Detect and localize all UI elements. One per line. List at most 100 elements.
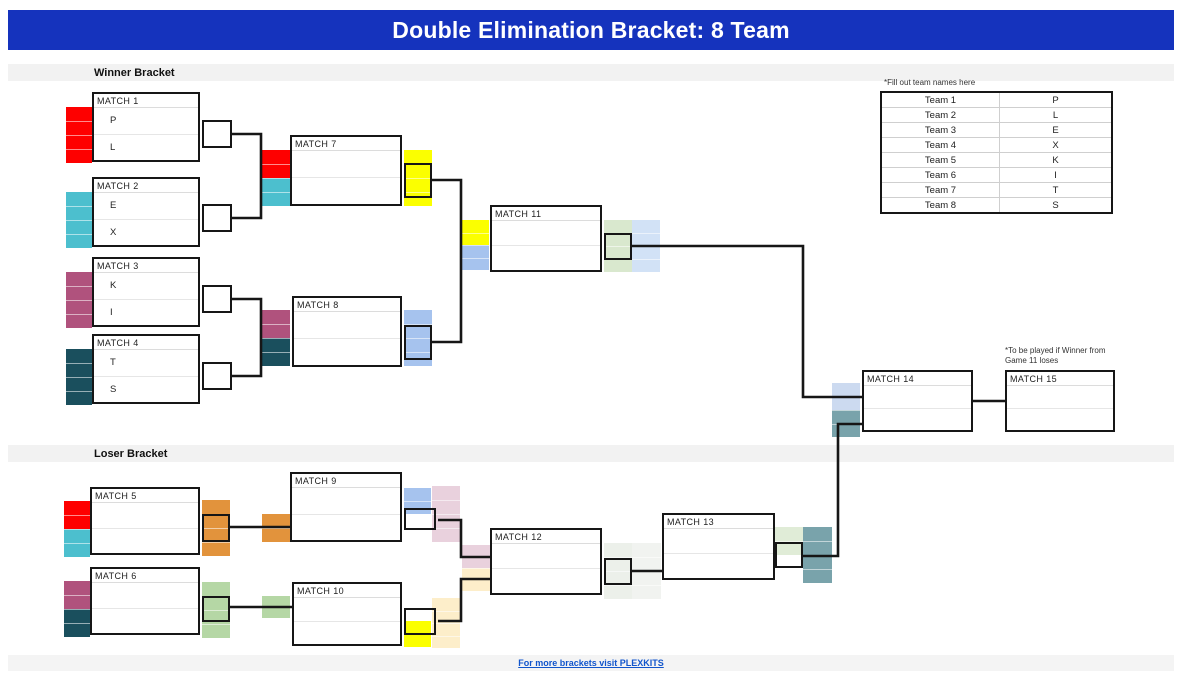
cream-color-cell — [432, 623, 460, 636]
pink-color-cell — [432, 528, 460, 542]
bracket-connector-box — [604, 558, 632, 585]
match-header: MATCH 13 — [664, 515, 773, 529]
cyan-color-cell — [66, 206, 92, 220]
match-box-14: MATCH 14 — [862, 370, 973, 432]
team-value-cell[interactable]: P — [1052, 94, 1059, 106]
mauve-color-cell — [66, 314, 92, 328]
title-bar: Double Elimination Bracket: 8 Team — [8, 10, 1174, 50]
team-letter: S — [110, 383, 117, 395]
red-color-cell — [64, 515, 90, 529]
bracket-connector-box — [202, 285, 232, 313]
green-color-cell — [202, 624, 230, 638]
match-slot — [292, 177, 400, 204]
match-slot[interactable]: S — [94, 375, 198, 403]
team-value-cell[interactable]: X — [1052, 139, 1059, 151]
cyan-color-cell — [66, 234, 92, 248]
match-header: MATCH 15 — [1007, 372, 1113, 386]
match-slot[interactable]: K — [94, 273, 198, 299]
match-label: MATCH 2 — [97, 180, 139, 191]
match-box-4: MATCH 4 T S — [92, 334, 200, 404]
match-body — [292, 488, 400, 540]
periwinkle-color-cell — [404, 488, 431, 501]
match-slot — [92, 583, 198, 608]
match-slot[interactable]: E — [94, 193, 198, 219]
match-body — [92, 583, 198, 633]
slate-color-cell — [803, 555, 832, 569]
match-box-6: MATCH 6 — [90, 567, 200, 635]
yellow-color-cell — [404, 192, 432, 206]
match-header: MATCH 11 — [492, 207, 600, 221]
team-color-strip — [832, 383, 860, 437]
match-slot — [664, 529, 773, 553]
team-color-strip — [262, 596, 290, 618]
match-slot[interactable]: L — [94, 133, 198, 161]
cream-color-cell — [432, 598, 460, 611]
team-table-row: Team 5 K — [882, 152, 1111, 167]
ltgray2-color-cell — [632, 557, 661, 571]
team-name-cell[interactable]: Team 1 — [882, 93, 1000, 107]
team-color-strip — [66, 272, 92, 328]
bracket-connector-box — [202, 204, 232, 232]
team-color-strip — [262, 150, 290, 206]
team-color-strip — [66, 192, 92, 248]
ltgray-color-cell — [604, 543, 632, 557]
team-value-cell[interactable]: I — [1054, 169, 1057, 181]
match-label: MATCH 11 — [495, 208, 542, 219]
bracket-connector-box — [202, 514, 230, 542]
match-slot — [492, 544, 600, 568]
match-slot[interactable]: T — [94, 350, 198, 376]
team-name-cell[interactable]: Team 4 — [882, 138, 1000, 152]
bracket-connector-box — [604, 233, 632, 260]
slate-color-cell — [803, 527, 832, 541]
cyan-color-cell — [262, 178, 290, 192]
bracket-connector-box — [202, 596, 230, 622]
team-name-cell[interactable]: Team 6 — [882, 168, 1000, 182]
match-header: MATCH 10 — [294, 584, 400, 598]
yellow-color-cell — [462, 232, 489, 245]
ltgray2-color-cell — [632, 585, 661, 599]
ltblue-color-cell — [632, 259, 660, 272]
team-table-row: Team 4 X — [882, 137, 1111, 152]
bracket-connector-line — [432, 178, 463, 344]
match-body — [294, 598, 400, 644]
team-name-cell[interactable]: Team 7 — [882, 183, 1000, 197]
match-slot[interactable]: I — [94, 298, 198, 326]
match-label: MATCH 4 — [97, 337, 139, 348]
team-color-strip — [404, 150, 432, 206]
team-value-cell[interactable]: E — [1052, 124, 1059, 136]
match-label: MATCH 10 — [297, 585, 345, 596]
team-name-cell[interactable]: Team 8 — [882, 198, 1000, 212]
green-color-cell — [262, 596, 290, 607]
red-color-cell — [66, 107, 92, 121]
cyan-color-cell — [66, 220, 92, 234]
team-color-strip — [803, 527, 832, 583]
match-slot[interactable]: X — [94, 218, 198, 246]
match-label: MATCH 8 — [297, 299, 339, 310]
team-value-cell[interactable]: K — [1052, 154, 1059, 166]
match-box-10: MATCH 10 — [292, 582, 402, 646]
team-name-cell[interactable]: Team 5 — [882, 153, 1000, 167]
match-header: MATCH 9 — [292, 474, 400, 488]
orange-color-cell — [202, 528, 230, 542]
match-box-13: MATCH 13 — [662, 513, 775, 580]
team-value-cell[interactable]: L — [1052, 109, 1059, 121]
team-value-cell[interactable]: S — [1052, 199, 1059, 211]
pink-color-cell — [432, 500, 460, 514]
teal-color-cell — [66, 377, 92, 391]
ltblue-color-cell — [632, 220, 660, 233]
team-color-strip — [432, 598, 460, 648]
match-slot — [492, 568, 600, 593]
team-letter: T — [110, 357, 116, 369]
yellow-color-cell — [404, 634, 431, 647]
match-slot[interactable]: P — [94, 108, 198, 134]
team-value-cell[interactable]: T — [1052, 184, 1059, 196]
team-color-strip — [202, 500, 230, 556]
team-name-cell[interactable]: Team 3 — [882, 123, 1000, 137]
match-slot — [864, 386, 971, 408]
teal-color-cell — [64, 609, 90, 623]
team-table-row: Team 2 L — [882, 107, 1111, 122]
plexkits-link[interactable]: For more brackets visit PLEXKITS — [518, 658, 664, 668]
team-name-cell[interactable]: Team 2 — [882, 108, 1000, 122]
